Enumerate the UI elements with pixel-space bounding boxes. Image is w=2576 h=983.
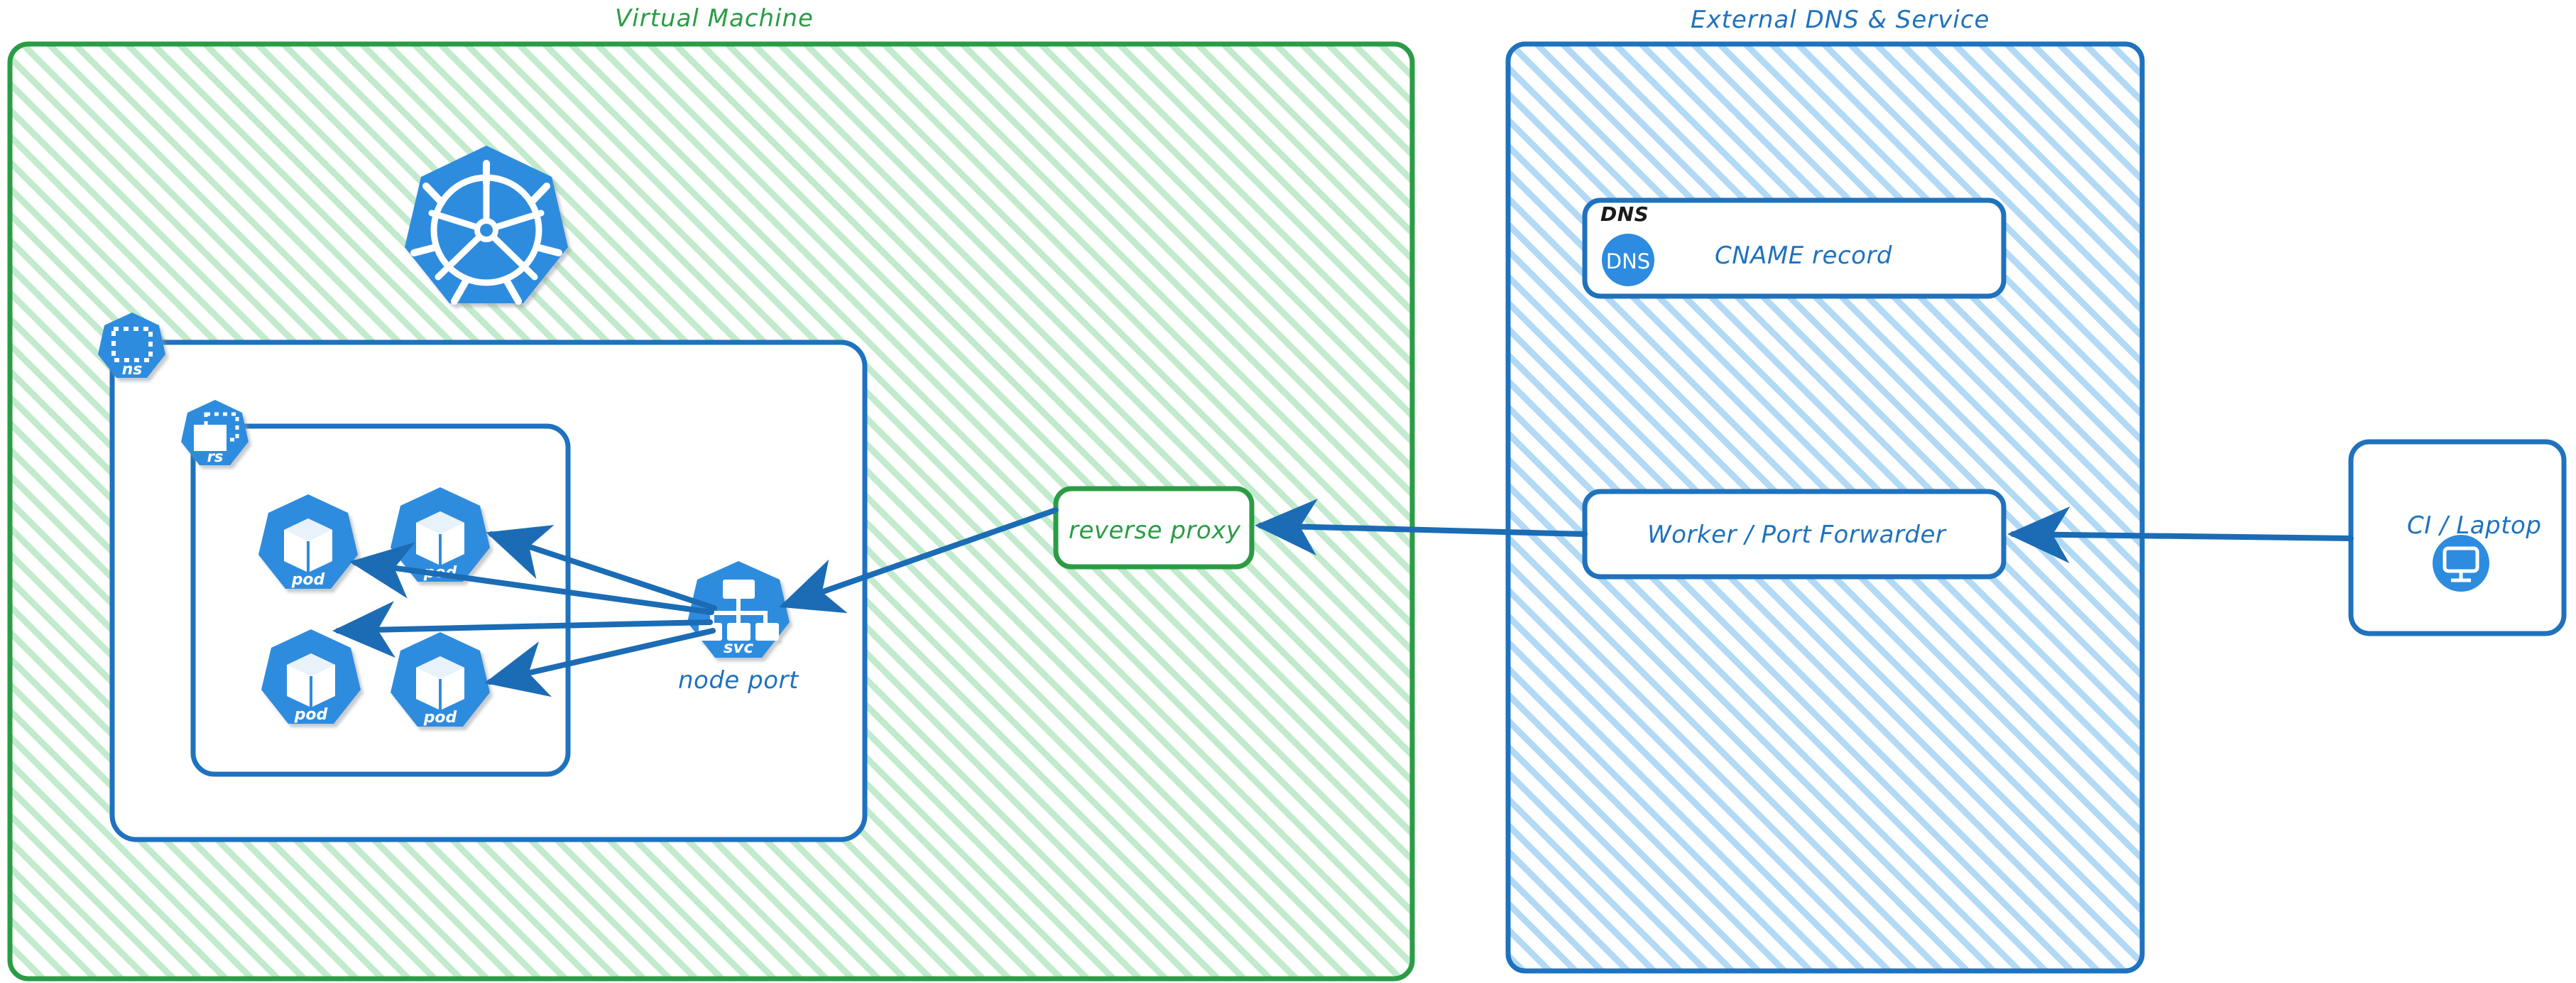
worker-label: Worker / Port Forwarder [1647, 521, 1946, 549]
replicaset-container-box [190, 423, 571, 777]
replicaset-icon [194, 412, 239, 451]
edge-svc-to-pod-2 [486, 525, 717, 611]
namespace-badge: ns [98, 313, 165, 379]
reverse-proxy-label: reverse proxy [1069, 516, 1241, 545]
edge-client-to-worker [2007, 506, 2354, 564]
namespace-icon [111, 327, 153, 362]
namespace-badge-label: ns [122, 361, 143, 379]
service-badge-label: svc [724, 639, 754, 657]
replicaset-badge-label: rs [207, 448, 224, 465]
kubernetes-logo-icon [405, 146, 568, 305]
panel-title-virtual-machine: Virtual Machine [615, 4, 814, 33]
dns-card-box[interactable] [1582, 197, 2007, 299]
pod-icon-1: pod [258, 494, 358, 589]
monitor-icon-circle [2433, 535, 2489, 592]
panel-title-external-dns-service: External DNS & Service [1691, 6, 1990, 34]
pod-cube-icon [284, 518, 332, 572]
cname-record-label: CNAME record [1715, 241, 1893, 270]
monitor-icon [2443, 546, 2479, 582]
node-port-caption: node port [678, 666, 799, 695]
edge-svc-to-pod-1 [349, 542, 714, 615]
dns-badge-circle [1602, 234, 1654, 286]
dns-badge-text: DNS [1606, 249, 1650, 273]
pod-icon-2: pod [391, 487, 490, 582]
service-to-pod-edges [332, 525, 717, 697]
reverse-proxy-box[interactable] [1053, 486, 1255, 570]
pod-icon-4: pod [391, 632, 490, 727]
client-label: CI / Laptop [2407, 511, 2542, 540]
pod-label-3: pod [294, 706, 328, 724]
dns-type-label: DNS [1600, 202, 1649, 226]
edge-reverse-proxy-to-service [779, 507, 1059, 614]
pod-cube-icon [287, 653, 335, 707]
replicaset-badge: rs [181, 400, 249, 465]
pod-label-1: pod [291, 571, 325, 589]
pod-cube-icon [416, 656, 464, 710]
pod-label-4: pod [423, 709, 457, 727]
edge-svc-to-pod-4 [484, 628, 716, 697]
edge-svc-to-pod-3 [332, 601, 713, 658]
pod-cube-icon [416, 511, 464, 565]
edge-worker-to-reverse-proxy [1255, 499, 1588, 556]
